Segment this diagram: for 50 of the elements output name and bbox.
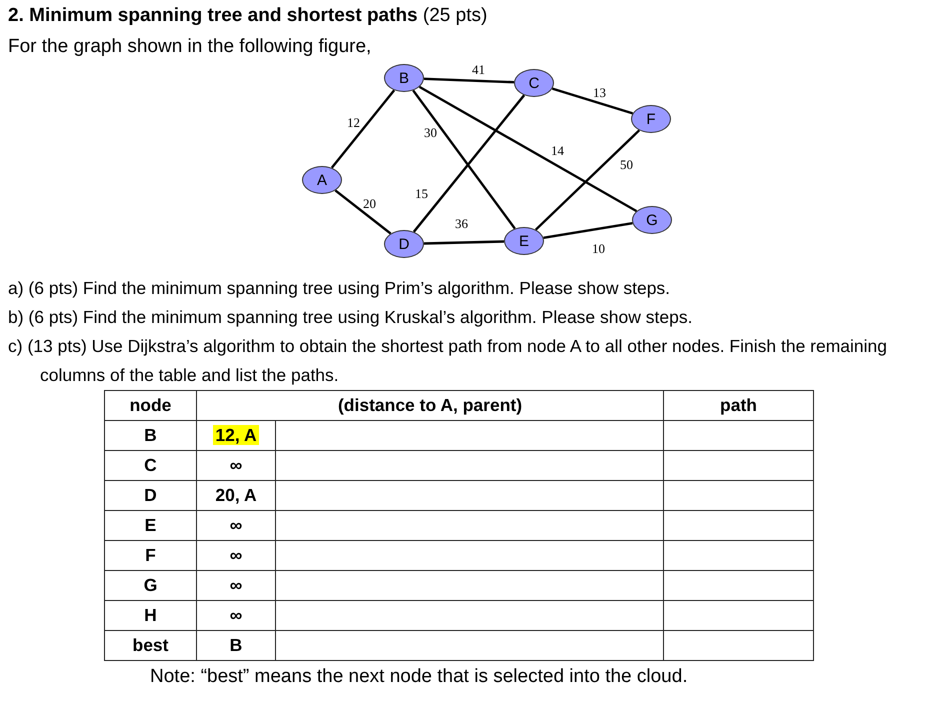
edge-weight: 13	[593, 86, 606, 100]
edge-weight: 20	[363, 197, 376, 211]
graph-node: D	[384, 230, 424, 258]
table-cell: C	[104, 450, 196, 480]
graph-node: G	[632, 206, 672, 234]
table-cell: E	[104, 510, 196, 540]
table-cell: 12, A	[196, 420, 276, 450]
table-cell: B	[196, 630, 276, 660]
table-cell: ∞	[196, 450, 276, 480]
table-cell: D	[104, 480, 196, 510]
graph-edge	[543, 222, 633, 239]
graph-node: A	[302, 166, 342, 194]
graph-edge	[424, 240, 504, 245]
table-cell: G	[104, 570, 196, 600]
edge-weight: 10	[592, 242, 605, 256]
graph-edge	[330, 89, 396, 169]
graph-edge	[552, 87, 634, 115]
edge-weight: 30	[424, 126, 437, 140]
edge-weight: 50	[620, 158, 633, 172]
table-cell: F	[104, 540, 196, 570]
header-cell: (distance to A, parent)	[196, 390, 664, 420]
edge-weight: 36	[455, 217, 468, 231]
edge-weight: 15	[415, 187, 428, 201]
table-cell: 20, A	[196, 480, 276, 510]
table-cell: B	[104, 420, 196, 450]
graph-edge	[334, 189, 392, 235]
graph-node: C	[514, 69, 554, 97]
edge-weight: 12	[347, 116, 360, 130]
header-cell: path	[664, 390, 814, 420]
header-cell: node	[104, 390, 196, 420]
table-cell: ∞	[196, 600, 276, 630]
table-cell: H	[104, 600, 196, 630]
graph-node: B	[384, 64, 424, 92]
question-text: b) (6 pts) Find the minimum spanning tree using Kruskal’s algorithm. Please show steps.	[8, 306, 694, 329]
graph-node: E	[504, 227, 544, 255]
graph-edge	[534, 129, 640, 231]
edge-weight: 41	[472, 63, 485, 77]
graph-edge	[418, 86, 638, 212]
table-cell: best	[104, 630, 196, 660]
graph-node: F	[631, 105, 671, 133]
graph-edge	[424, 78, 514, 84]
question-text: c) (13 pts) Use Dijkstra’s algorithm to obtain the shortest path from node A to all other nodes. Finish the remaining columns of the table and list the paths.	[8, 335, 888, 387]
edge-weight: 14	[551, 144, 564, 158]
table-cell: ∞	[196, 540, 276, 570]
intro-text: For the graph shown in the following figure,	[8, 35, 372, 59]
table-cell: ∞	[196, 510, 276, 540]
note-text: Note: “best” means the next node that is selected into the cloud.	[150, 666, 688, 688]
question-title: 2. Minimum spanning tree and shortest paths (25 pts)	[8, 5, 488, 27]
question-text: a) (6 pts) Find the minimum spanning tree using Prim’s algorithm. Please show steps.	[8, 277, 672, 300]
table-cell: ∞	[196, 570, 276, 600]
